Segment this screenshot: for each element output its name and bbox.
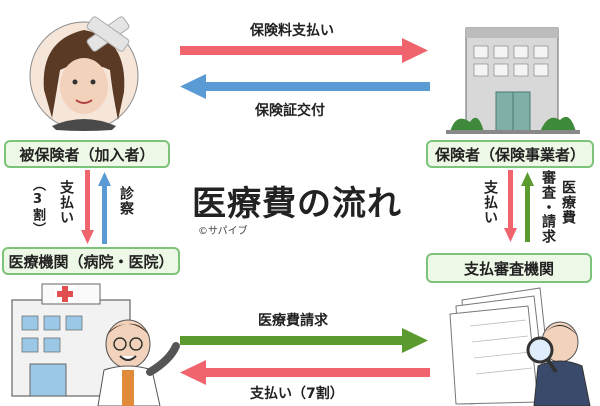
copay-label: 支払い xyxy=(58,180,74,225)
insurer-node: 保険者（保険事業者） xyxy=(426,140,594,168)
review-claim-label-2: 請求 xyxy=(540,214,556,244)
card-label: 保険証交付 xyxy=(255,103,325,119)
medical-node-label: 医療機関（病院・医院） xyxy=(8,252,174,271)
review-node: 支払審査機関 xyxy=(426,253,592,283)
review-claim-label-3: 医療費 xyxy=(560,180,576,225)
copay-note-label: （3割） xyxy=(30,178,45,236)
claim-arrow xyxy=(180,328,428,353)
premium-label: 保険料支払い xyxy=(250,23,334,39)
copyright-text: ©サパイブ xyxy=(198,226,248,237)
claim-label: 医療費請求 xyxy=(258,313,328,329)
payment-arrow xyxy=(180,360,430,385)
insurer-pay-label: 支払い xyxy=(482,180,498,225)
card-arrow xyxy=(180,74,430,99)
exam-label: 診察 xyxy=(118,186,134,216)
premium-arrow xyxy=(180,38,428,63)
exam-arrow xyxy=(98,172,111,244)
medical-node: 医療機関（病院・医院） xyxy=(2,247,180,275)
review-claim-arrow xyxy=(521,172,534,242)
diagram-title: 医療費の流れ xyxy=(192,184,402,224)
copay-arrow xyxy=(81,170,94,244)
review-node-label: 支払審査機関 xyxy=(463,259,554,278)
insured-node: 被保険者（加入者） xyxy=(4,140,170,168)
insurer-node-label: 保険者（保険事業者） xyxy=(434,145,585,164)
insured-node-label: 被保険者（加入者） xyxy=(19,145,155,164)
payment-label: 支払い（7割） xyxy=(250,386,344,402)
insurer-pay-arrow xyxy=(504,170,517,242)
review-claim-label-1: 審査・ xyxy=(540,170,556,215)
